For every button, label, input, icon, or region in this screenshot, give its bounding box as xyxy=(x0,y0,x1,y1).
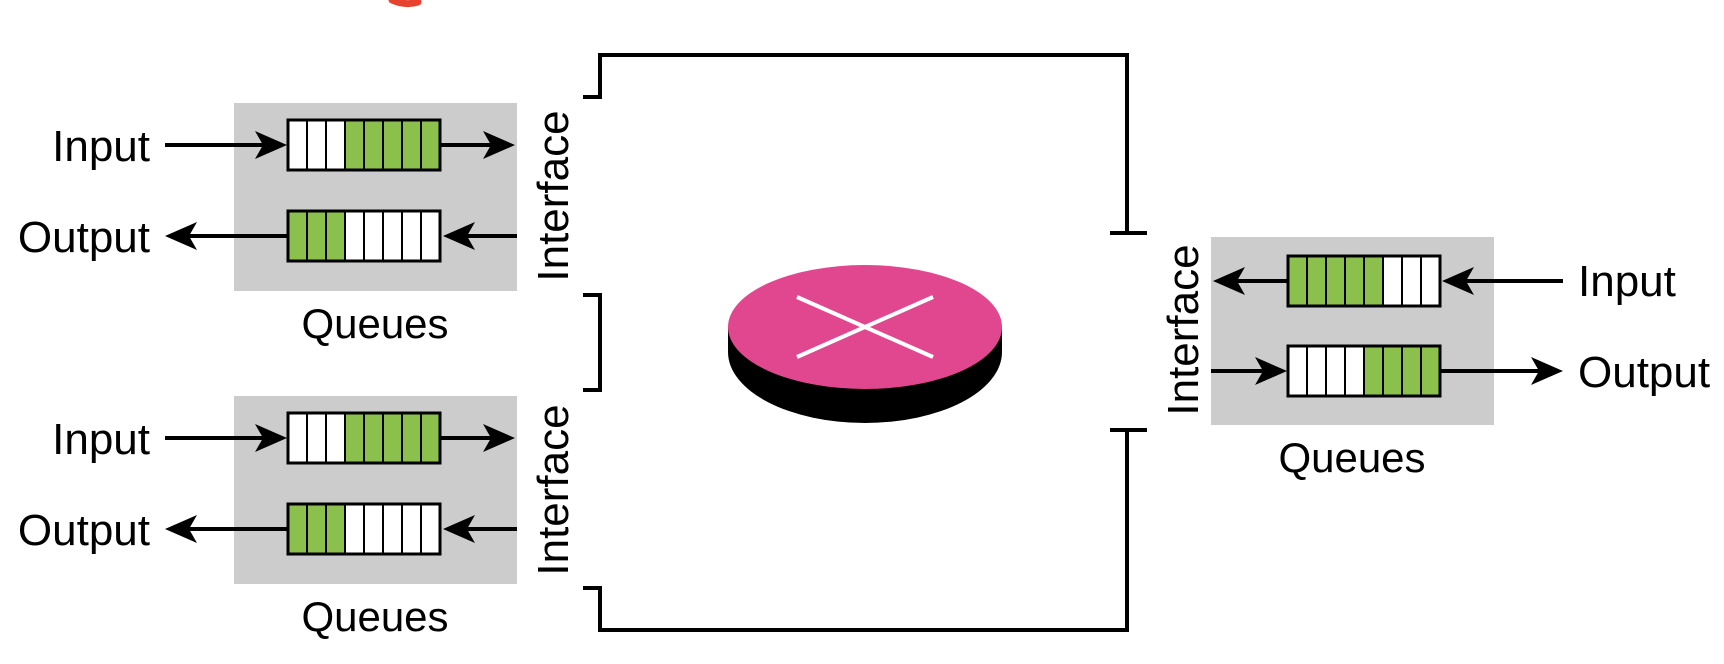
arrow-icon xyxy=(443,222,475,250)
interface-label-bottom-left: Interface xyxy=(529,404,578,575)
interface-label-right: Interface xyxy=(1159,244,1208,415)
queue-slot-filled xyxy=(344,412,365,464)
arrow-icon xyxy=(1255,357,1287,385)
queue-border xyxy=(286,118,442,172)
queue-slot-filled xyxy=(382,119,403,171)
queue-slot-empty xyxy=(401,503,422,555)
output-queue xyxy=(1286,344,1442,398)
enclosure-bottom-left-bracket xyxy=(583,428,1129,632)
queue-slot-filled xyxy=(382,412,403,464)
queue-slot-filled xyxy=(363,119,384,171)
input-label: Input xyxy=(52,415,150,464)
queue-slot-empty xyxy=(1420,255,1441,307)
queue-slot-empty xyxy=(1344,345,1365,397)
queue-slot-filled xyxy=(287,503,308,555)
queue-slot-empty xyxy=(325,412,346,464)
arrow-icon xyxy=(255,424,287,452)
queue-slot-filled xyxy=(1325,255,1346,307)
queue-border xyxy=(1286,254,1442,308)
output-label: Output xyxy=(18,213,150,262)
queues-label: Queues xyxy=(301,300,448,347)
queue-slot-filled xyxy=(306,210,327,262)
top-partial-glyph xyxy=(388,0,422,8)
queue-slot-empty xyxy=(1325,345,1346,397)
queue-slot-filled xyxy=(1363,345,1384,397)
input-queue xyxy=(286,118,442,172)
queue-slot-empty xyxy=(420,210,441,262)
queue-slot-filled xyxy=(325,210,346,262)
router-cross-b xyxy=(796,295,934,359)
queue-border xyxy=(286,502,442,556)
queue-slot-filled xyxy=(325,503,346,555)
queue-slot-empty xyxy=(344,210,365,262)
input-label: Input xyxy=(1578,257,1676,306)
queue-slot-empty xyxy=(287,412,308,464)
queue-slot-empty xyxy=(1287,345,1308,397)
queue-slot-filled xyxy=(420,119,441,171)
queue-slot-filled xyxy=(1420,345,1441,397)
interface-label-top-left: Interface xyxy=(529,110,578,281)
queue-slot-filled xyxy=(1401,345,1422,397)
arrow-icon xyxy=(443,515,475,543)
input-label: Input xyxy=(52,122,150,171)
queue-slot-empty xyxy=(344,503,365,555)
enclosure-top-left-bracket xyxy=(583,53,1129,235)
queue-slot-empty xyxy=(325,119,346,171)
output-queue xyxy=(286,502,442,556)
input-queue xyxy=(1286,254,1442,308)
port-right: Input Output Queues xyxy=(1211,237,1710,481)
queue-slot-filled xyxy=(363,412,384,464)
arrow-icon xyxy=(483,131,515,159)
queue-slot-empty xyxy=(1401,255,1422,307)
arrow-icon xyxy=(1531,357,1563,385)
enclosure-middle-left-bracket xyxy=(583,293,602,392)
queue-slot-empty xyxy=(382,210,403,262)
queue-slot-filled xyxy=(1344,255,1365,307)
queue-slot-filled xyxy=(1363,255,1384,307)
arrow-icon xyxy=(483,424,515,452)
output-queue xyxy=(286,209,442,263)
queue-slot-empty xyxy=(420,503,441,555)
queue-slot-filled xyxy=(287,210,308,262)
queue-slot-filled xyxy=(401,119,422,171)
queue-slot-empty xyxy=(401,210,422,262)
router-enclosure xyxy=(583,53,1147,632)
queue-slot-filled xyxy=(401,412,422,464)
queue-slot-empty xyxy=(363,210,384,262)
arrow-icon xyxy=(165,222,197,250)
arrow-icon xyxy=(255,131,287,159)
arrow-icon xyxy=(1442,267,1474,295)
queue-slot-empty xyxy=(306,119,327,171)
queue-slot-filled xyxy=(420,412,441,464)
output-label: Output xyxy=(1578,348,1710,397)
queue-border xyxy=(286,209,442,263)
queue-slot-empty xyxy=(306,412,327,464)
output-label: Output xyxy=(18,506,150,555)
queue-slot-filled xyxy=(1306,255,1327,307)
queue-slot-empty xyxy=(363,503,384,555)
arrow-icon xyxy=(1213,267,1245,295)
router-switch-icon xyxy=(728,265,1002,423)
queue-slot-filled xyxy=(1287,255,1308,307)
queue-slot-empty xyxy=(287,119,308,171)
queue-slot-filled xyxy=(1382,345,1403,397)
queue-slot-filled xyxy=(306,503,327,555)
queues-label: Queues xyxy=(301,593,448,640)
queue-border xyxy=(1286,344,1442,398)
queues-label: Queues xyxy=(1278,434,1425,481)
queue-slot-empty xyxy=(1306,345,1327,397)
queue-border xyxy=(286,411,442,465)
input-queue xyxy=(286,411,442,465)
arrow-icon xyxy=(165,515,197,543)
queue-slot-filled xyxy=(344,119,365,171)
port-bottom-left: Input Output Queues xyxy=(18,396,517,640)
port-top-left: Input Output Queues xyxy=(18,103,517,347)
queue-slot-empty xyxy=(1382,255,1403,307)
queue-slot-empty xyxy=(382,503,403,555)
